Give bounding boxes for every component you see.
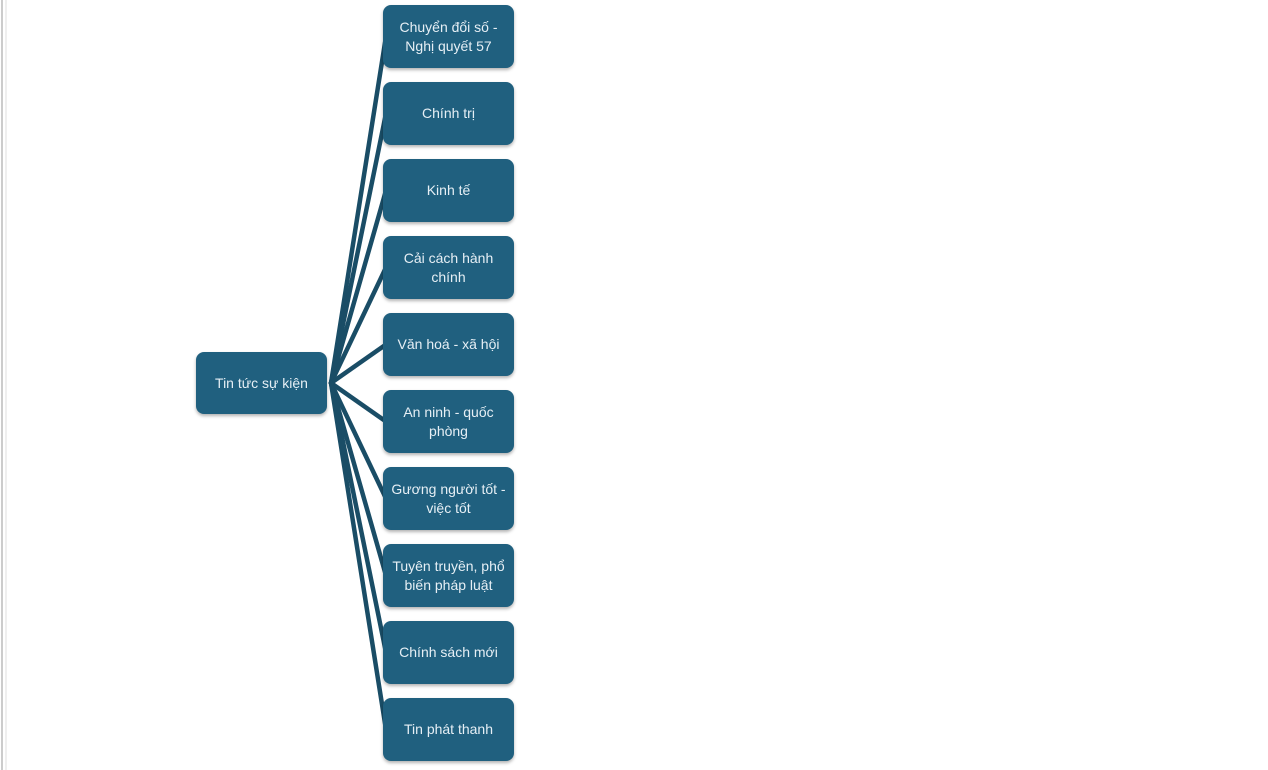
topic-node[interactable]: Tuyên truyền, phổ biến pháp luật bbox=[383, 544, 514, 607]
topic-node[interactable]: Kinh tế bbox=[383, 159, 514, 222]
topic-node[interactable]: Văn hoá - xã hội bbox=[383, 313, 514, 376]
connector-line bbox=[328, 265, 389, 386]
connector-line bbox=[328, 34, 389, 386]
topic-node[interactable]: Chuyển đổi số - Nghị quyết 57 bbox=[383, 5, 514, 68]
connector-line bbox=[328, 380, 389, 424]
topic-node[interactable]: Cải cách hành chính bbox=[383, 236, 514, 299]
connector-line bbox=[328, 111, 389, 386]
topic-node-label: Cải cách hành chính bbox=[403, 249, 494, 285]
topic-node-label: Chính sách mới bbox=[399, 644, 498, 660]
topic-node-label: Tin phát thanh bbox=[404, 721, 493, 737]
topic-node[interactable]: Gương người tốt - việc tốt bbox=[383, 467, 514, 530]
topic-node-label: Tuyên truyền, phổ biến pháp luật bbox=[392, 557, 505, 593]
topic-node[interactable]: An ninh - quốc phòng bbox=[383, 390, 514, 453]
root-node[interactable]: Tin tức sự kiện bbox=[196, 352, 327, 414]
topic-node-label: Gương người tốt - việc tốt bbox=[391, 480, 506, 516]
topic-node-label: Chuyển đổi số - Nghị quyết 57 bbox=[399, 18, 498, 54]
connector-line bbox=[328, 380, 389, 501]
topic-node-label: Chính trị bbox=[422, 105, 475, 121]
topic-node[interactable]: Chính trị bbox=[383, 82, 514, 145]
connector-line bbox=[328, 342, 389, 386]
topic-node-label: Kinh tế bbox=[426, 182, 471, 198]
topic-node[interactable]: Tin phát thanh bbox=[383, 698, 514, 761]
left-window-edge bbox=[1, 0, 3, 770]
connector-line bbox=[328, 188, 389, 386]
connector-line bbox=[328, 380, 389, 732]
topic-node-label: Văn hoá - xã hội bbox=[397, 336, 500, 352]
topic-node-label: An ninh - quốc phòng bbox=[403, 403, 494, 439]
topic-node[interactable]: Chính sách mới bbox=[383, 621, 514, 684]
connector-line bbox=[328, 380, 389, 578]
left-window-edge-highlight bbox=[5, 0, 7, 770]
root-node-label: Tin tức sự kiện bbox=[215, 374, 308, 391]
